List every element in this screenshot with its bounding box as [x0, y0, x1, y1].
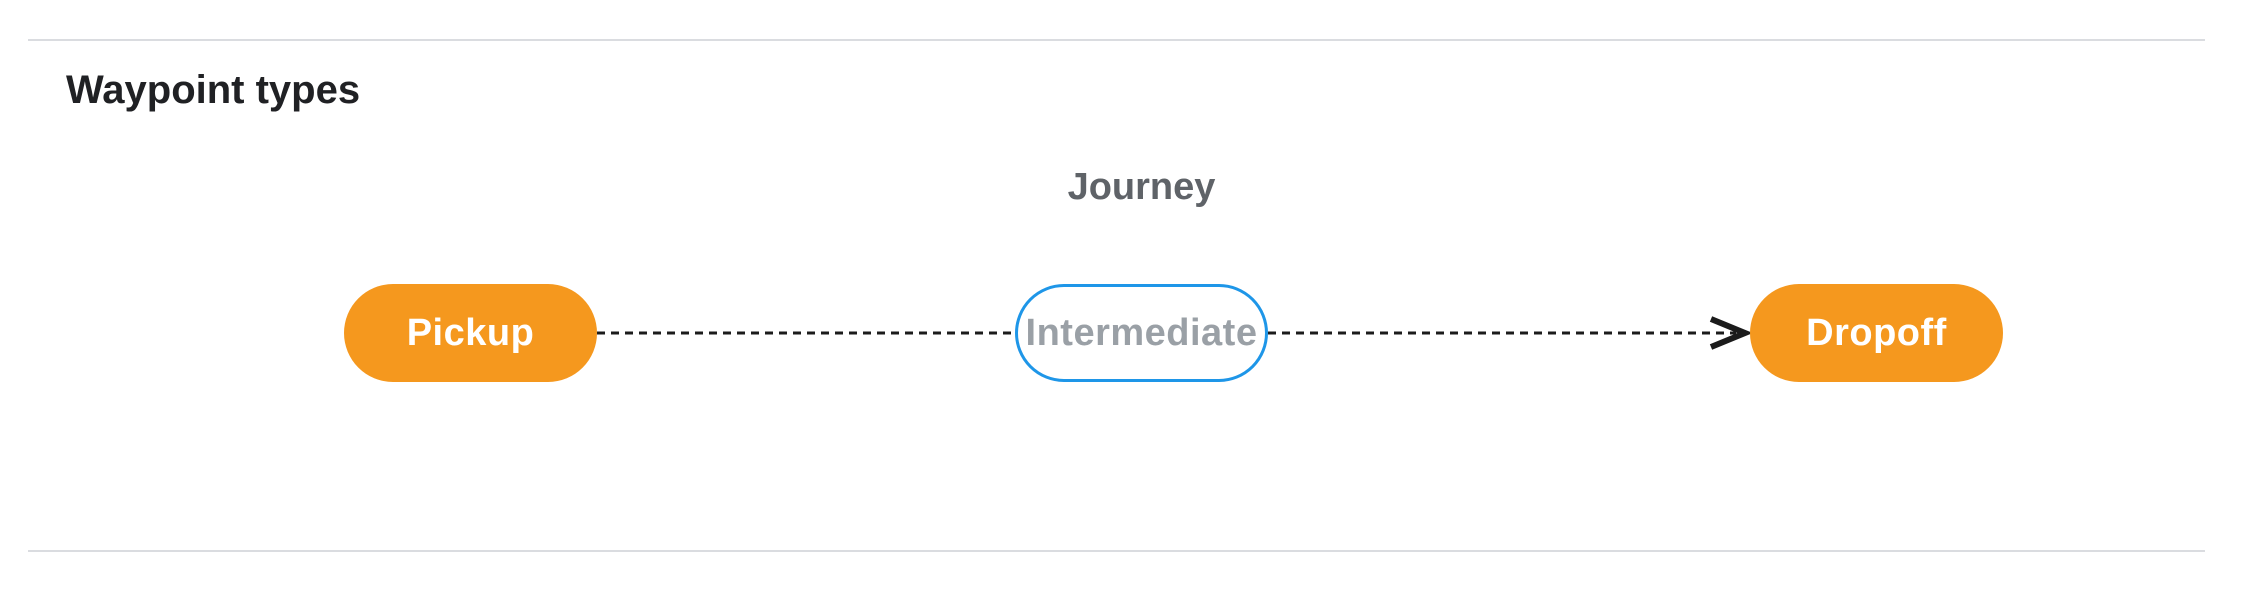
- node-dropoff-label: Dropoff: [1806, 311, 1947, 354]
- page-title: Waypoint types: [66, 68, 361, 112]
- node-pickup-label: Pickup: [406, 311, 535, 354]
- node-intermediate-label: Intermediate: [1025, 311, 1258, 354]
- node-pickup: Pickup: [344, 284, 597, 382]
- bottom-divider: [28, 550, 2205, 552]
- journey-label: Journey: [1067, 166, 1216, 208]
- arrowhead-icon: [1709, 316, 1753, 350]
- top-divider: [28, 39, 2205, 41]
- node-intermediate: Intermediate: [1015, 284, 1268, 382]
- node-dropoff: Dropoff: [1750, 284, 2003, 382]
